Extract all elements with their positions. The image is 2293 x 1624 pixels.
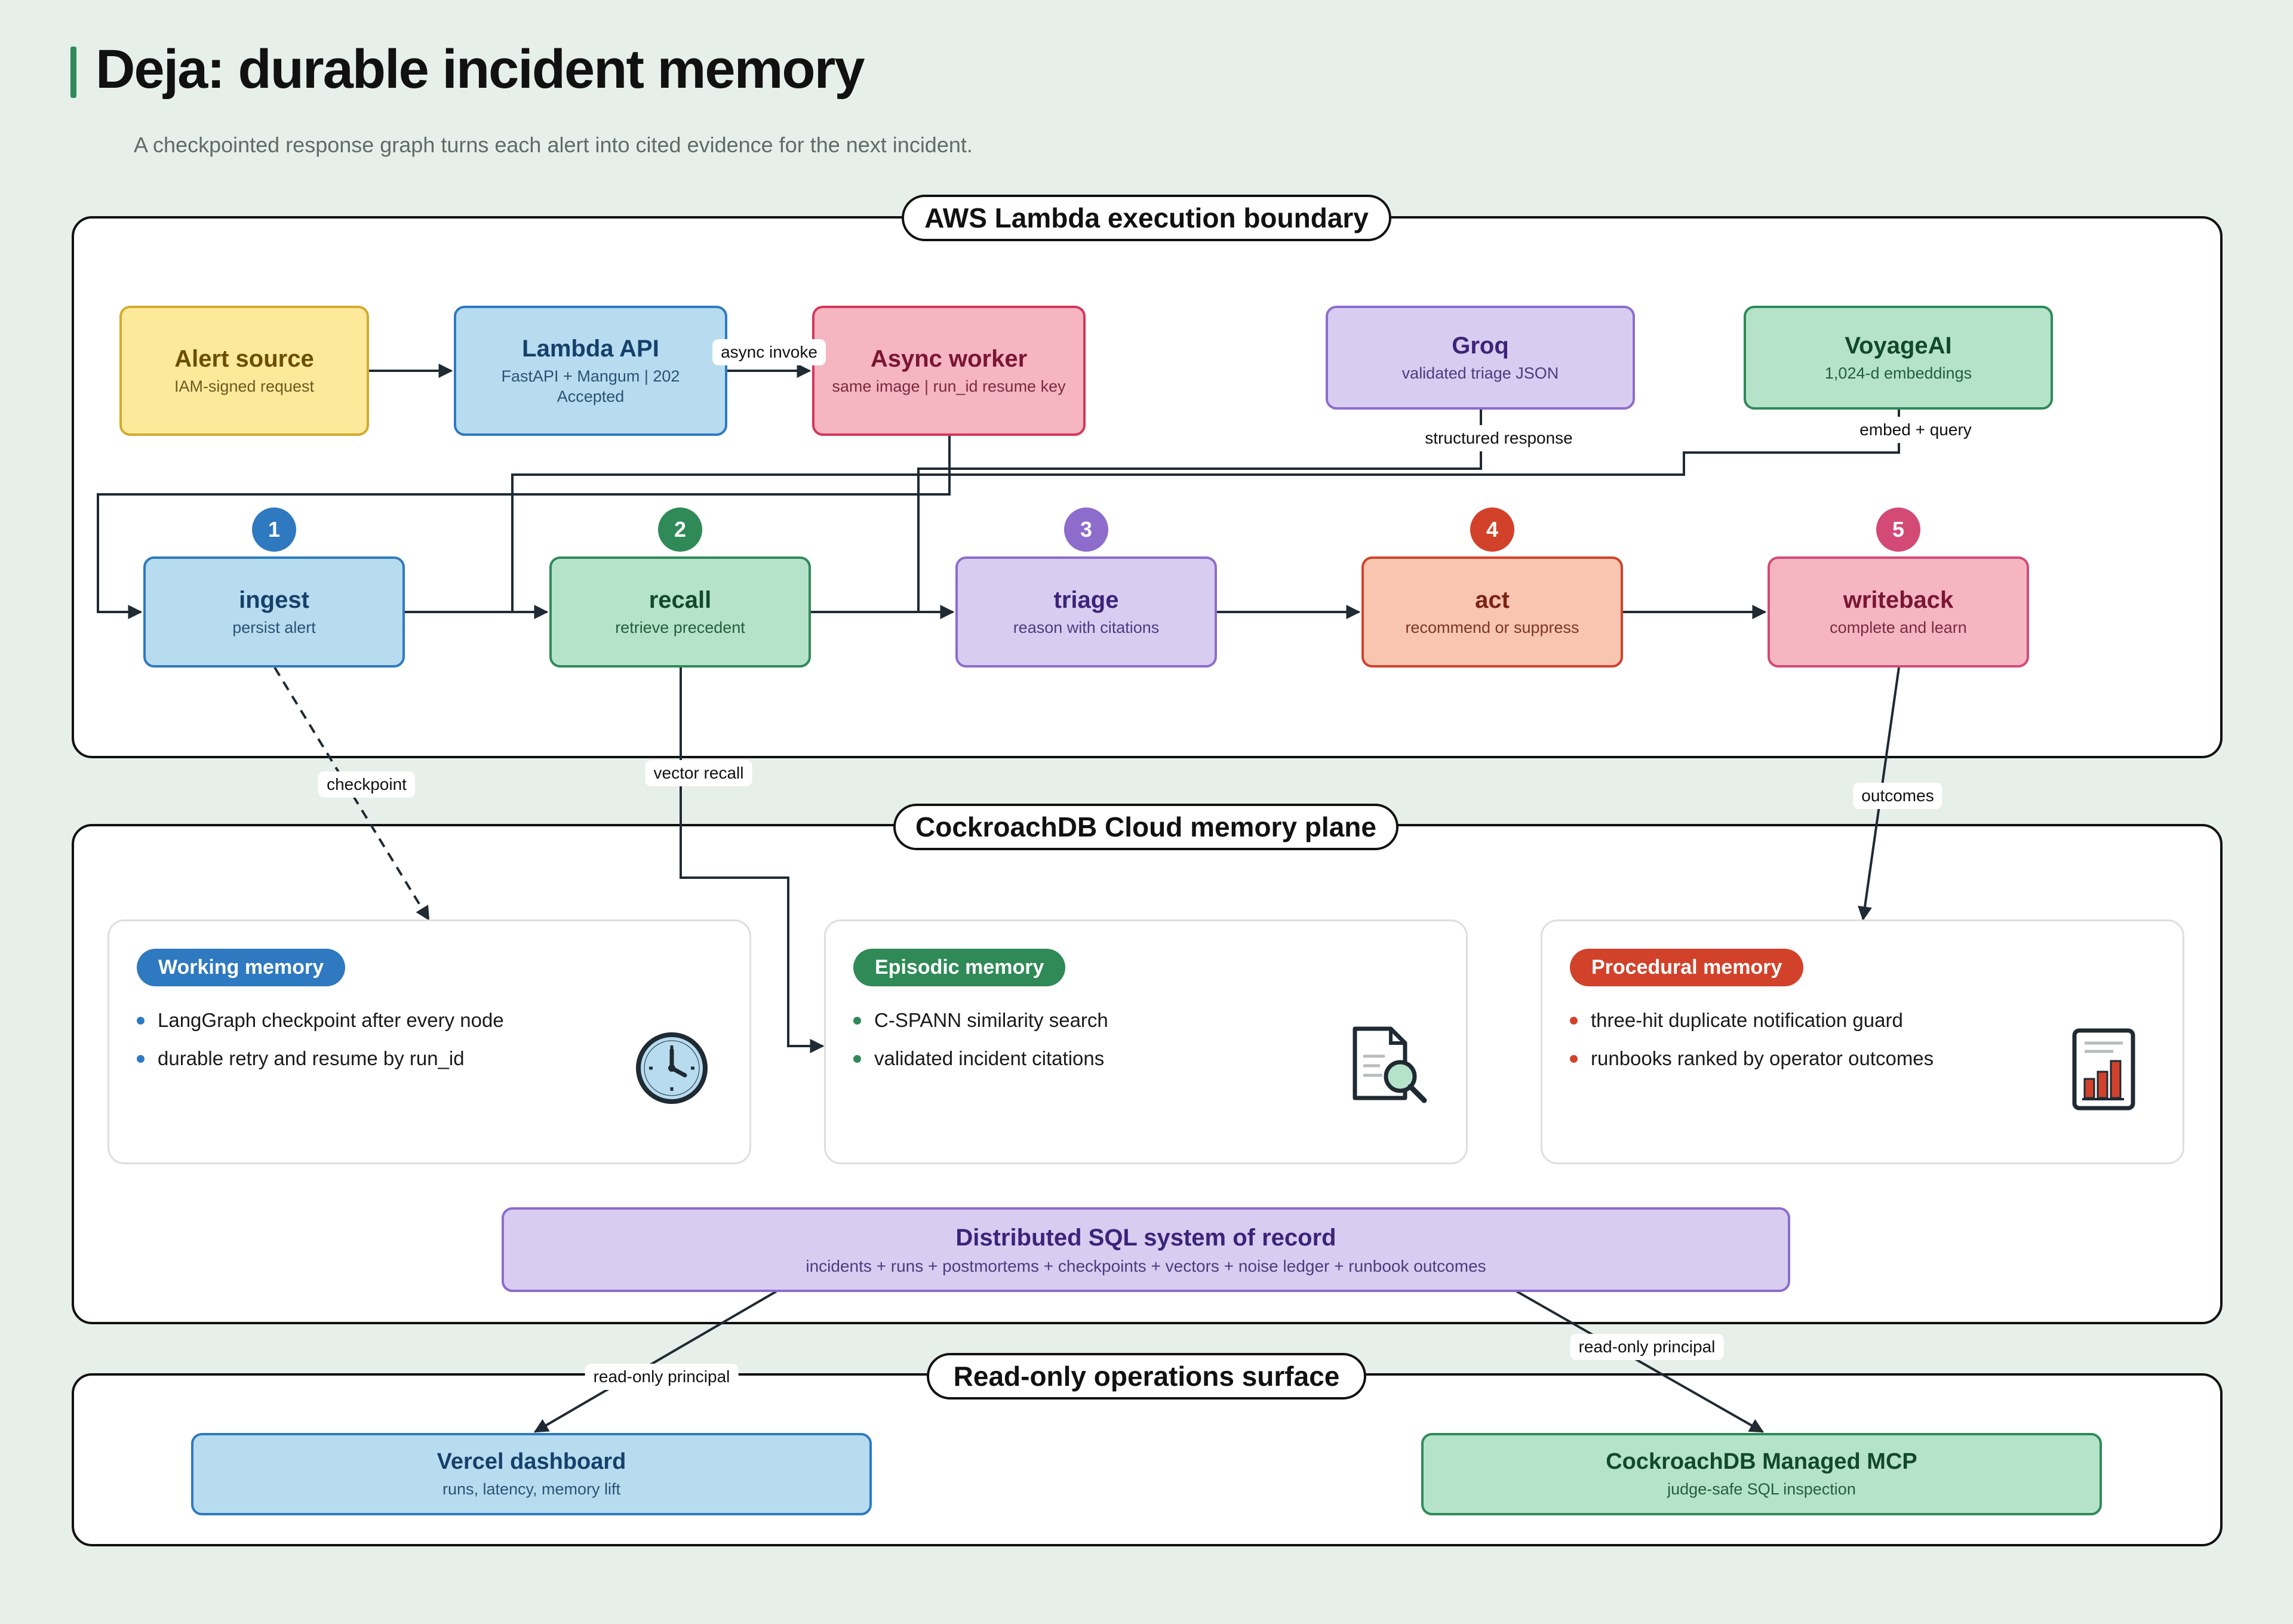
voyageai-sub: 1,024-d embeddings — [1824, 364, 1972, 383]
groq-title: Groq — [1452, 333, 1509, 359]
step-number-5: 5 — [1876, 508, 1920, 552]
node-recall-sub: retrieve precedent — [615, 619, 745, 637]
alert-source-title: Alert source — [174, 346, 314, 373]
node-act[interactable]: act recommend or suppress — [1361, 556, 1623, 668]
async-worker-box[interactable]: Async worker same image | run_id resume … — [812, 306, 1086, 436]
node-writeback-sub: complete and learn — [1830, 619, 1967, 637]
report-chart-icon — [2072, 1028, 2135, 1111]
vercel-dashboard-title: Vercel dashboard — [437, 1449, 626, 1475]
document-search-icon — [1353, 1026, 1427, 1103]
working-memory-card: Working memory LangGraph checkpoint afte… — [107, 919, 751, 1164]
node-ingest[interactable]: ingest persist alert — [143, 556, 405, 668]
edge-label-outcomes: outcomes — [1853, 783, 1942, 809]
edge-label-readonly-left: read-only principal — [585, 1364, 739, 1390]
node-triage-title: triage — [1053, 587, 1119, 614]
list-item: LangGraph checkpoint after every node — [137, 1001, 504, 1039]
managed-mcp-title: CockroachDB Managed MCP — [1606, 1449, 1917, 1475]
list-item: runbooks ranked by operator outcomes — [1570, 1039, 1934, 1078]
node-triage[interactable]: triage reason with citations — [955, 556, 1217, 668]
vercel-dashboard-sub: runs, latency, memory lift — [442, 1480, 621, 1498]
working-memory-pill: Working memory — [137, 949, 346, 986]
section-label-ops: Read-only operations surface — [927, 1353, 1366, 1400]
alert-source-sub: IAM-signed request — [174, 377, 315, 396]
title-accent-bar — [70, 47, 76, 98]
list-item: validated incident citations — [853, 1039, 1108, 1078]
node-act-sub: recommend or suppress — [1405, 619, 1579, 637]
episodic-memory-pill: Episodic memory — [853, 949, 1066, 986]
procedural-memory-pill: Procedural memory — [1570, 949, 1804, 986]
episodic-memory-bullets: C-SPANN similarity search validated inci… — [853, 1001, 1108, 1078]
lambda-api-sub: FastAPI + Mangum | 202 Accepted — [501, 367, 680, 405]
list-item: three-hit duplicate notification guard — [1570, 1001, 1934, 1039]
sql-record-title: Distributed SQL system of record — [955, 1224, 1336, 1251]
section-label-lambda: AWS Lambda execution boundary — [902, 195, 1391, 241]
managed-mcp-box[interactable]: CockroachDB Managed MCP judge-safe SQL i… — [1421, 1433, 2102, 1515]
page-title: Deja: durable incident memory — [96, 39, 865, 100]
list-item: C-SPANN similarity search — [853, 1001, 1108, 1039]
edge-sql-vercel — [533, 1290, 777, 1433]
node-recall-title: recall — [648, 587, 712, 614]
edge-label-embed-query: embed + query — [1851, 417, 1980, 443]
node-ingest-title: ingest — [239, 587, 309, 614]
edge-sql-mcp — [1516, 1290, 1765, 1433]
node-ingest-sub: persist alert — [232, 619, 316, 637]
lambda-api-title: Lambda API — [522, 336, 659, 362]
sql-record-sub: incidents + runs + postmortems + checkpo… — [806, 1256, 1486, 1275]
lambda-api-box[interactable]: Lambda API FastAPI + Mangum | 202 Accept… — [454, 306, 727, 436]
edge-voyage-embed — [511, 410, 1900, 612]
voyageai-box[interactable]: VoyageAI 1,024-d embeddings — [1744, 306, 2053, 410]
groq-box[interactable]: Groq validated triage JSON — [1326, 306, 1635, 410]
node-act-title: act — [1475, 587, 1510, 614]
clock-icon — [636, 1032, 708, 1104]
working-memory-bullets: LangGraph checkpoint after every node du… — [137, 1001, 504, 1078]
edge-label-checkpoint: checkpoint — [318, 771, 415, 798]
procedural-memory-card: Procedural memory three-hit duplicate no… — [1541, 919, 2184, 1164]
step-number-3: 3 — [1064, 508, 1108, 552]
step-number-2: 2 — [658, 508, 702, 552]
step-number-1: 1 — [252, 508, 296, 552]
step-number-4: 4 — [1470, 508, 1514, 552]
voyageai-title: VoyageAI — [1845, 333, 1952, 359]
edge-label-async-invoke: async invoke — [712, 339, 826, 365]
managed-mcp-sub: judge-safe SQL inspection — [1667, 1480, 1856, 1498]
edge-label-structured-response: structured response — [1416, 425, 1581, 451]
procedural-memory-bullets: three-hit duplicate notification guard r… — [1570, 1001, 1934, 1078]
node-writeback-title: writeback — [1843, 587, 1954, 614]
node-writeback[interactable]: writeback complete and learn — [1768, 556, 2029, 668]
episodic-memory-card: Episodic memory C-SPANN similarity searc… — [824, 919, 1468, 1164]
node-recall[interactable]: recall retrieve precedent — [549, 556, 811, 668]
async-worker-sub: same image | run_id resume key — [832, 377, 1066, 396]
async-worker-title: Async worker — [870, 346, 1028, 373]
edge-label-readonly-right: read-only principal — [1570, 1334, 1724, 1360]
vercel-dashboard-box[interactable]: Vercel dashboard runs, latency, memory l… — [191, 1433, 872, 1515]
list-item: durable retry and resume by run_id — [137, 1039, 504, 1078]
page-subtitle: A checkpointed response graph turns each… — [134, 133, 973, 157]
section-label-memory: CockroachDB Cloud memory plane — [893, 804, 1398, 850]
alert-source-box[interactable]: Alert source IAM-signed request — [119, 306, 369, 436]
sql-record-box[interactable]: Distributed SQL system of record inciden… — [502, 1207, 1790, 1292]
edge-vector-recall — [680, 668, 825, 1053]
node-triage-sub: reason with citations — [1013, 619, 1160, 637]
groq-sub: validated triage JSON — [1401, 364, 1559, 383]
edge-label-vector-recall: vector recall — [645, 760, 752, 786]
